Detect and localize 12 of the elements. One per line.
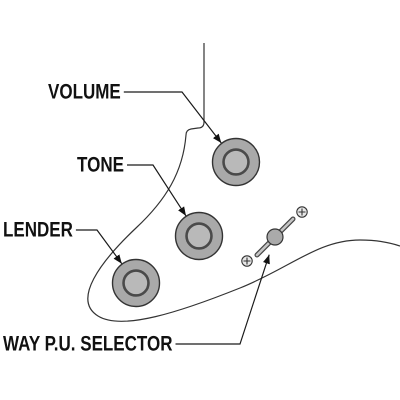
leader-line bbox=[176, 254, 270, 345]
leader-line bbox=[124, 91, 222, 144]
leader-line bbox=[76, 229, 122, 264]
control-knob bbox=[211, 137, 261, 187]
control-label: LENDER bbox=[3, 220, 73, 240]
control-label: TONE bbox=[77, 154, 124, 176]
control-label: WAY P.U. SELECTOR bbox=[3, 334, 173, 354]
control-knob bbox=[174, 211, 224, 261]
selector-lever bbox=[253, 215, 297, 259]
control-label: VOLUME bbox=[48, 82, 121, 102]
control-knob bbox=[111, 258, 161, 308]
leader-line bbox=[127, 164, 186, 216]
